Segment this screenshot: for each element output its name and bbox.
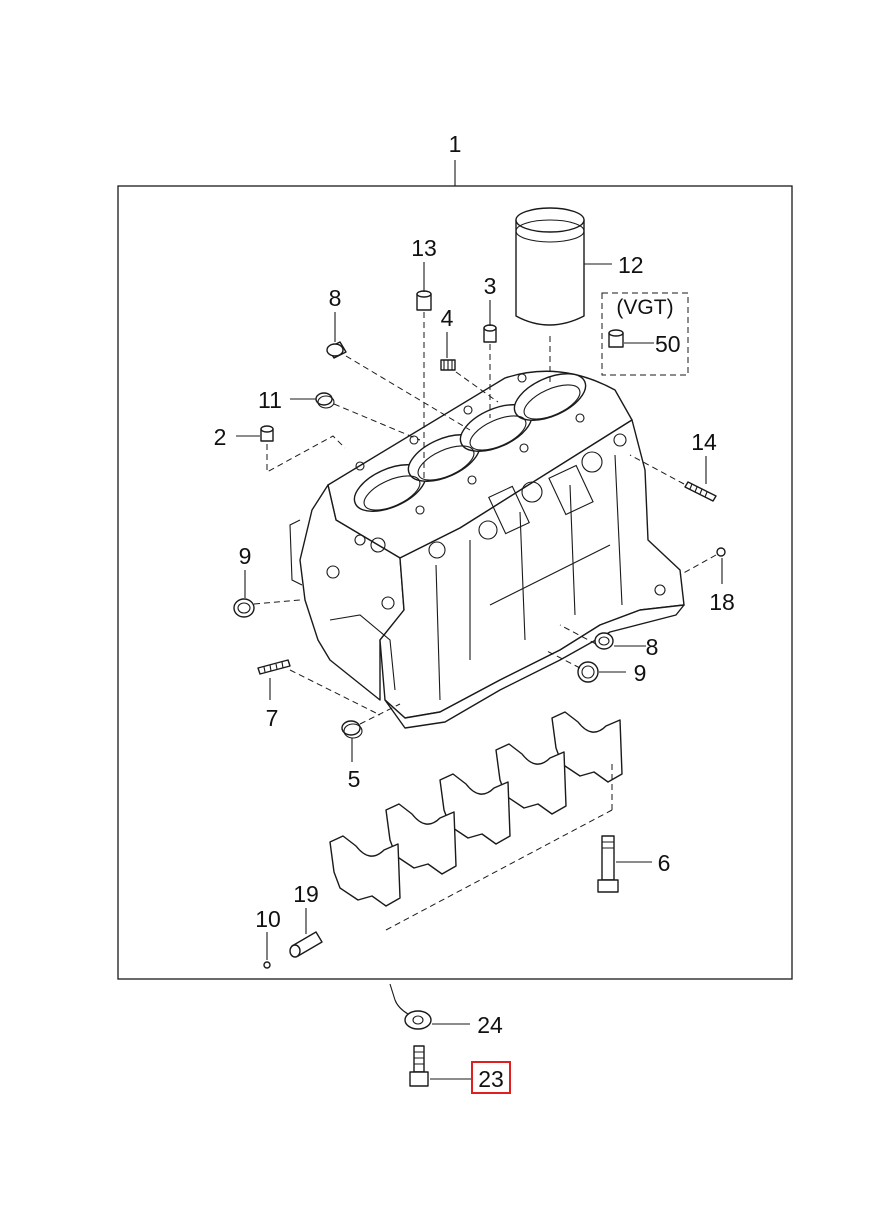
callout-6: 6 (658, 850, 671, 876)
callout-8-upper: 8 (329, 285, 342, 311)
callout-2: 2 (214, 424, 227, 450)
plug-part-5 (341, 720, 363, 739)
dowel-part-2 (260, 425, 274, 442)
callout-23-highlight (471, 1061, 511, 1094)
callout-9-left: 9 (239, 543, 252, 569)
sensor-bolt-part-23 (409, 1045, 429, 1087)
main-bearing-caps-part (329, 711, 623, 931)
callout-23: 23 (478, 1066, 504, 1092)
cap-bolt-part-6 (597, 835, 619, 893)
dowel-part-13 (416, 290, 432, 311)
vgt-box (601, 292, 689, 376)
cylinder-liner-part (515, 207, 585, 326)
stud-part-14 (684, 481, 717, 502)
plug-part-11 (315, 392, 335, 409)
callout-1: 1 (449, 131, 462, 157)
seal-part-9-left (233, 598, 255, 618)
callout-labels: 1 12 13 3 4 8 11 2 (VGT) 50 14 18 9 8 9 … (214, 131, 735, 1094)
plug-screw-part-4 (440, 359, 456, 371)
stud-part-7 (257, 659, 291, 675)
bolt-part-10 (263, 961, 271, 969)
callout-7: 7 (266, 705, 279, 731)
callout-4: 4 (441, 305, 454, 331)
knock-sensor-part-24 (389, 983, 432, 1030)
callout-3: 3 (484, 273, 497, 299)
callout-11: 11 (258, 387, 282, 413)
callout-10: 10 (255, 906, 281, 932)
seal-part-9-right (577, 661, 599, 683)
vgt-label: (VGT) (616, 296, 673, 319)
plug-part-8-upper (326, 341, 347, 359)
vgt-dowel-part-50 (608, 329, 624, 348)
callout-50: 50 (655, 331, 681, 357)
engine-block-part (289, 370, 685, 729)
callout-12: 12 (618, 252, 644, 278)
leader-lines (236, 262, 723, 1080)
callout-13: 13 (411, 235, 437, 261)
seal-part-8-right (594, 632, 614, 650)
assembly-guide-lines (253, 312, 717, 725)
callout-9-right: 9 (634, 660, 647, 686)
dowel-part-3 (483, 324, 497, 343)
callout-5: 5 (348, 766, 361, 792)
callout-24: 24 (477, 1012, 503, 1038)
callout-8-right: 8 (646, 634, 659, 660)
bolt-part-18 (716, 547, 726, 557)
callout-14: 14 (691, 429, 717, 455)
callout-19: 19 (293, 881, 319, 907)
callout-18: 18 (709, 589, 735, 615)
oil-jet-part-19 (289, 931, 323, 958)
